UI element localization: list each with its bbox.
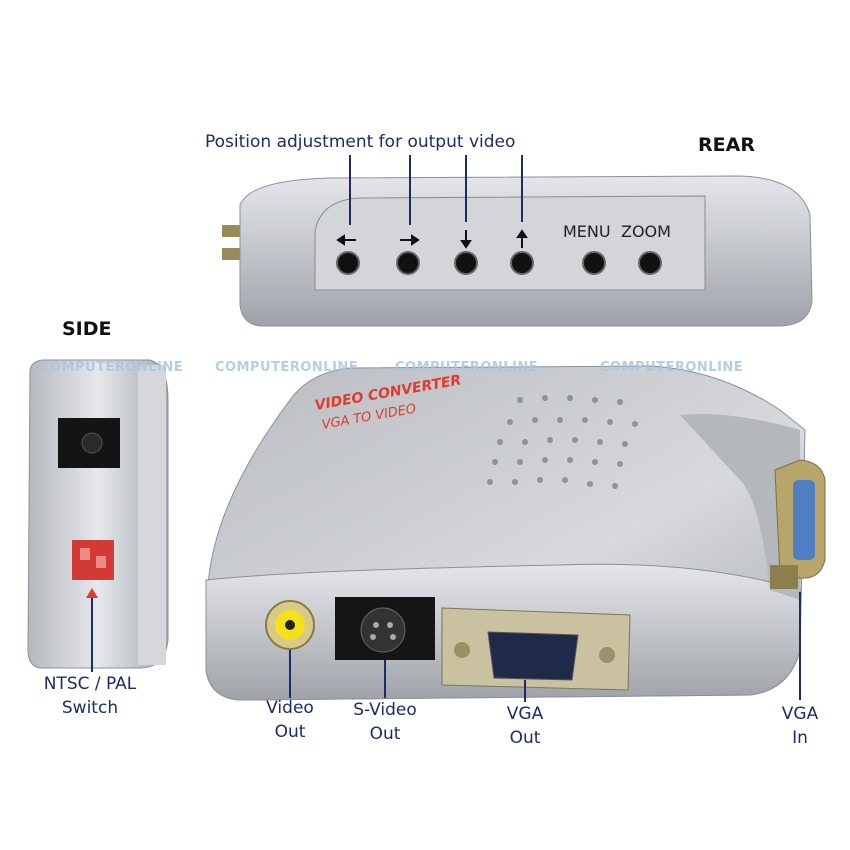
main-device: [205, 365, 826, 702]
watermark: COMPUTERONLINE: [215, 360, 359, 375]
label-line: Out: [509, 728, 541, 748]
vga-out-port: [441, 607, 631, 691]
video-out-label: Video Out: [250, 696, 330, 744]
label-line: In: [792, 728, 808, 748]
watermark: COMPUTERONLINE: [40, 360, 184, 375]
rear-callout-lines: [349, 155, 523, 225]
side-title: SIDE: [62, 318, 112, 340]
menu-label: MENU: [563, 222, 611, 241]
label-line: VGA: [781, 704, 819, 724]
watermark: COMPUTERONLINE: [600, 360, 744, 375]
rear-callout-label: Position adjustment for output video: [205, 132, 516, 152]
down-button: [454, 251, 478, 275]
watermark: COMPUTERONLINE: [395, 360, 539, 375]
label-line: VGA: [506, 704, 544, 724]
rear-buttons: [336, 251, 662, 275]
left-button: [336, 251, 360, 275]
vent-holes: [487, 395, 638, 489]
zoom-label: ZOOM: [621, 222, 671, 241]
side-device: [27, 359, 169, 672]
switch-label: NTSC / PAL Switch: [30, 672, 150, 720]
rear-device: [222, 155, 813, 327]
label-line: Out: [274, 722, 306, 742]
up-button: [510, 251, 534, 275]
switch-label-line1: NTSC / PAL: [43, 674, 137, 694]
video-out-port: [265, 600, 315, 650]
zoom-button: [638, 251, 662, 275]
right-button: [396, 251, 420, 275]
vga-in-label: VGA In: [770, 702, 830, 750]
vga-in-port: [770, 459, 826, 589]
rear-title: REAR: [698, 134, 755, 156]
s-video-out-label: S-Video Out: [340, 698, 430, 746]
s-video-out-port: [335, 597, 435, 660]
vga-out-label: VGA Out: [490, 702, 560, 750]
label-line: S-Video: [353, 700, 417, 720]
label-line: Out: [369, 724, 401, 744]
ntsc-pal-switch: [72, 540, 114, 580]
label-line: Video: [266, 698, 314, 718]
menu-button: [582, 251, 606, 275]
switch-label-line2: Switch: [61, 698, 119, 718]
